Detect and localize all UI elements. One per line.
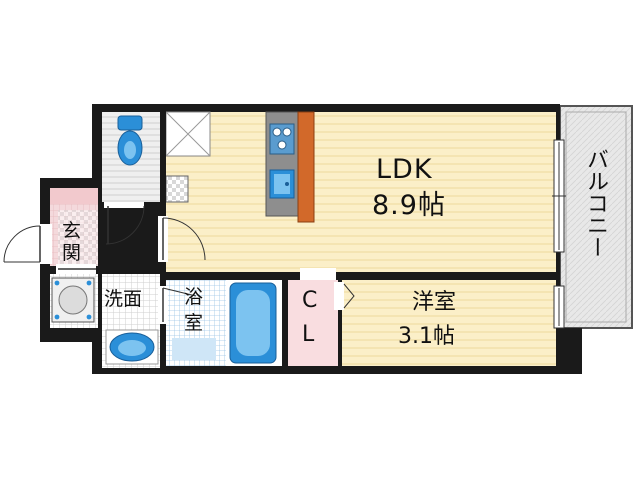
- bathroom-door: [158, 286, 197, 324]
- sink-icon: [269, 169, 295, 199]
- western-room-size-label: 3.1帖: [398, 324, 455, 349]
- balcony: [559, 105, 633, 329]
- bathroom-label-top: 浴: [184, 286, 204, 308]
- closet-label-c: C: [302, 288, 318, 313]
- ldk-window: [552, 139, 566, 253]
- closet-label-l: L: [302, 322, 315, 347]
- ldk-floor: [164, 112, 556, 272]
- stove-icon: [269, 123, 295, 155]
- bathtub-icon: [229, 282, 277, 364]
- western-room-name-label: 洋室: [412, 290, 457, 315]
- washbasin-icon: [105, 329, 159, 365]
- western-window: [553, 285, 565, 329]
- shower-area: [172, 338, 216, 360]
- entrance-step: [50, 188, 98, 204]
- storage-cross: [165, 111, 211, 157]
- washroom-label: 洗面: [104, 288, 143, 310]
- toilet-icon: [117, 115, 143, 166]
- washroom-door: [56, 264, 96, 274]
- balcony-label: バルコニー: [583, 148, 608, 258]
- ldk-size-label: 8.9帖: [372, 190, 446, 221]
- ldk-door: [158, 216, 206, 262]
- entrance-label-bottom: 関: [62, 242, 82, 264]
- toilet-door: [104, 202, 145, 245]
- entrance-door: [3, 224, 52, 264]
- western-room-floor: [342, 280, 556, 366]
- closet-floor: [288, 280, 338, 366]
- shoe-box: [58, 210, 98, 266]
- closet-door: [334, 282, 355, 310]
- pipe-shaft: [165, 175, 189, 203]
- bathroom-label-bottom: 室: [184, 312, 204, 334]
- washing-machine-icon: [51, 277, 95, 323]
- ldk-name-label: LDK: [376, 154, 433, 185]
- entrance-label-top: 玄: [62, 220, 82, 242]
- western-room-door: [300, 268, 336, 280]
